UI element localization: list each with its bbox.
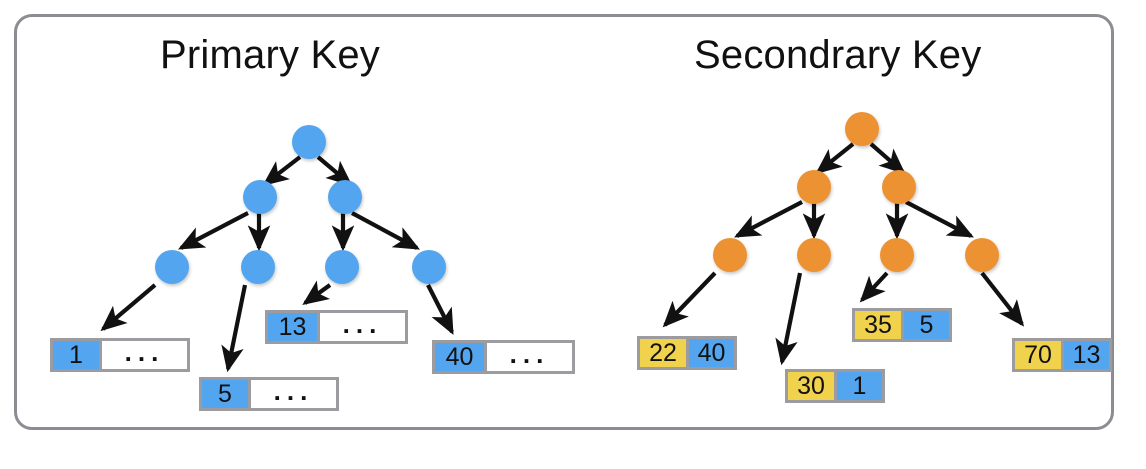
record-key-cell: 5 (202, 380, 248, 408)
primary-tree-leaf-node (241, 250, 275, 284)
secondary-record-box: 22 40 (637, 336, 737, 370)
record-primary-key-cell: 5 (901, 311, 949, 339)
record-key-cell: 1 (53, 341, 99, 369)
secondary-record-box: 35 5 (852, 308, 952, 342)
record-detail-cell: ... (248, 376, 336, 408)
primary-tree-internal-node (243, 180, 277, 214)
record-detail-cell: ... (484, 339, 572, 371)
primary-tree-leaf-node (155, 250, 189, 284)
record-secondary-key-cell: 22 (640, 339, 686, 367)
secondary-tree-internal-node (882, 170, 916, 204)
primary-tree-internal-node (328, 180, 362, 214)
record-secondary-key-cell: 70 (1015, 341, 1061, 369)
primary-record-box: 40 ... (432, 339, 575, 374)
secondary-tree-internal-node (797, 170, 831, 204)
record-secondary-key-cell: 30 (788, 372, 834, 400)
primary-tree-leaf-node (412, 250, 446, 284)
record-detail-cell: ... (99, 337, 187, 369)
record-primary-key-cell: 40 (686, 339, 734, 367)
primary-tree-leaf-node (325, 250, 359, 284)
secondary-tree-root-node (845, 112, 879, 146)
secondary-tree-leaf-node (713, 238, 747, 272)
primary-key-title: Primary Key (160, 33, 381, 77)
record-secondary-key-cell: 35 (855, 311, 901, 339)
record-primary-key-cell: 1 (834, 372, 882, 400)
secondary-tree-leaf-node (880, 238, 914, 272)
secondary-record-box: 70 13 (1012, 338, 1112, 372)
record-key-cell: 13 (268, 313, 317, 341)
primary-record-box: 1 ... (50, 337, 190, 372)
record-detail-cell: ... (317, 309, 405, 341)
secondary-tree-leaf-node (797, 238, 831, 272)
secondary-tree-leaf-node (965, 238, 999, 272)
primary-record-box: 5 ... (199, 376, 339, 411)
primary-record-box: 13 ... (265, 309, 408, 344)
record-key-cell: 40 (435, 343, 484, 371)
primary-tree-root-node (292, 125, 326, 159)
secondary-record-box: 30 1 (785, 369, 885, 403)
record-primary-key-cell: 13 (1061, 341, 1109, 369)
secondary-key-title: Secondrary Key (694, 33, 982, 77)
